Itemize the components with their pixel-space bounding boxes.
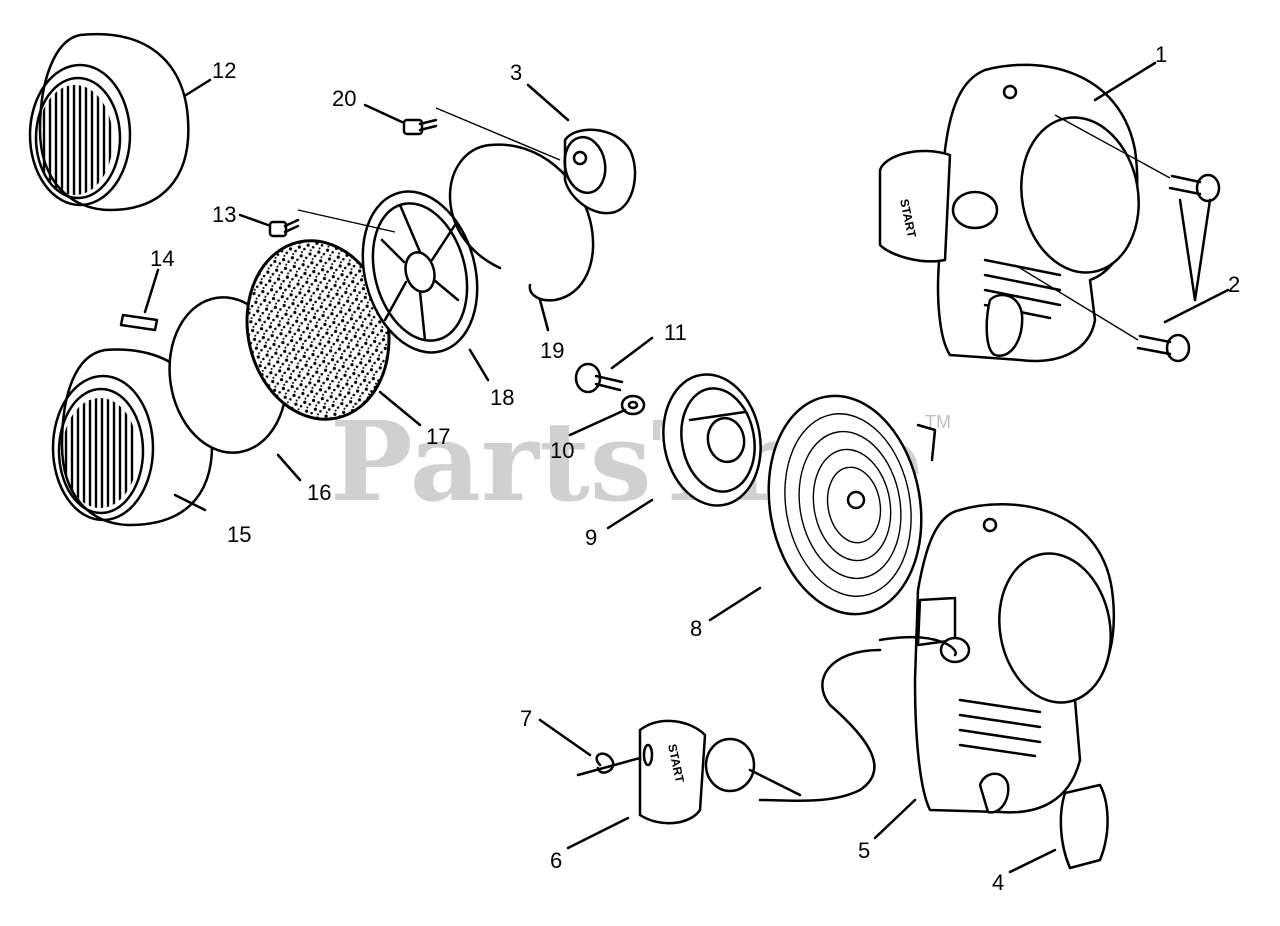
part-6-start-handle: START [638, 719, 802, 825]
callout-2: 2 [1228, 272, 1240, 297]
part-4-clip [1059, 783, 1109, 870]
callout-1: 1 [1155, 42, 1167, 67]
part-8-recoil-spring [767, 394, 937, 616]
callout-9: 9 [585, 525, 597, 550]
callout-12: 12 [212, 58, 236, 83]
part-2-screw-lower [1136, 333, 1191, 363]
callout-8: 8 [690, 616, 702, 641]
part-3-pawl-cup [563, 128, 637, 215]
callout-5: 5 [858, 838, 870, 863]
part-2-screws [1136, 173, 1221, 363]
part-1-starter-housing: START [878, 63, 1140, 363]
callout-6: 6 [550, 848, 562, 873]
watermark-trademark: TM [925, 412, 951, 432]
part-12-air-cleaner-cover [28, 32, 190, 212]
part-13-screw [268, 218, 300, 238]
callout-19: 19 [540, 338, 564, 363]
leader-lines [143, 61, 1230, 874]
part-7-rope-knot [576, 752, 642, 777]
alignment-lines [297, 107, 1171, 341]
callout-17: 17 [426, 424, 450, 449]
part-2-screw-upper [1168, 173, 1221, 203]
callout-18: 18 [490, 385, 514, 410]
callout-15: 15 [227, 522, 251, 547]
callout-3: 3 [510, 60, 522, 85]
callout-16: 16 [307, 480, 331, 505]
callout-10: 10 [550, 438, 574, 463]
callout-13: 13 [212, 202, 236, 227]
callout-7: 7 [520, 706, 532, 731]
callout-4: 4 [992, 870, 1004, 895]
starter-rope [758, 635, 957, 803]
part-5-grille [958, 698, 1042, 758]
part-11-bolt [574, 362, 624, 394]
part-20-screw [402, 118, 438, 136]
part-10-washer [620, 394, 646, 416]
callout-11: 11 [664, 320, 687, 345]
part-14-decal [119, 313, 159, 332]
callout-14: 14 [150, 246, 174, 271]
callout-20: 20 [332, 86, 356, 111]
callout-labels: 12 1 2 3 20 13 14 15 16 17 18 19 11 10 9… [150, 42, 1240, 895]
part-9-pulley [662, 373, 762, 507]
part-5-starter-housing [913, 502, 1116, 814]
